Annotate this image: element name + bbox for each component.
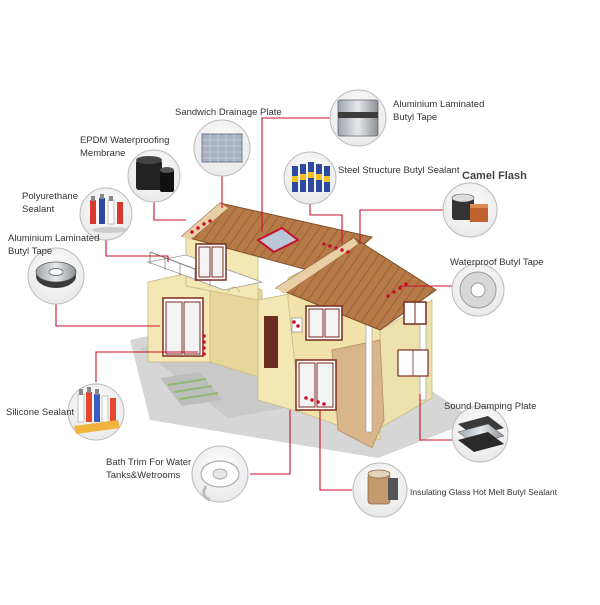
label-text: Sound Damping Plate bbox=[444, 401, 537, 412]
entrance-steps bbox=[160, 372, 222, 406]
product-polyurethane bbox=[79, 187, 133, 241]
label-sound-damping: Sound Damping Plate bbox=[444, 400, 536, 413]
label-text: Silicone Sealant bbox=[6, 407, 75, 418]
product-steel-structure bbox=[283, 151, 337, 205]
label-bath-trim: Bath Trim For Water Tanks&Wetrooms bbox=[106, 456, 191, 482]
label-text: EPDM Waterproofing bbox=[80, 135, 170, 146]
window-gable bbox=[403, 301, 427, 325]
wall-arch bbox=[227, 286, 241, 293]
label-insulating-glass: Insulating Glass Hot Melt Butyl Sealant bbox=[410, 486, 557, 499]
label-aluminium-top: Aluminium Laminated Butyl Tape bbox=[393, 98, 484, 124]
label-text: Aluminium Laminated bbox=[8, 233, 100, 244]
label-text: Butyl Tape bbox=[393, 112, 438, 123]
leader-lines bbox=[55, 117, 452, 491]
leader-sound bbox=[419, 394, 452, 441]
product-epdm bbox=[127, 149, 181, 203]
label-silicone: Silicone Sealant bbox=[6, 406, 74, 419]
label-text: Membrane bbox=[80, 148, 126, 159]
label-text: Tanks&Wetrooms bbox=[106, 470, 181, 481]
product-sound-damping bbox=[451, 405, 509, 463]
label-epdm: EPDM Waterproofing Membrane bbox=[80, 134, 169, 160]
window-upper-left bbox=[195, 243, 227, 281]
roof-right-edge bbox=[276, 238, 358, 294]
leader-polyurethane bbox=[105, 232, 169, 262]
window-ground-right bbox=[295, 359, 337, 411]
label-text: Waterproof Butyl Tape bbox=[450, 257, 544, 268]
product-sandwich-drainage bbox=[193, 119, 251, 177]
label-text: Aluminium Laminated bbox=[393, 99, 485, 110]
leader-camel bbox=[359, 209, 444, 244]
label-text: Steel Structure Butyl Sealant bbox=[338, 165, 460, 176]
product-waterproof-butyl bbox=[451, 263, 505, 317]
leader-aluminium-left bbox=[55, 300, 160, 327]
product-insulating-glass bbox=[352, 462, 408, 518]
product-bath-trim bbox=[191, 445, 249, 503]
leader-steel bbox=[309, 200, 343, 244]
label-text: Camel Flash bbox=[462, 170, 527, 182]
label-waterproof-butyl: Waterproof Butyl Tape bbox=[450, 256, 543, 269]
product-camel-flash bbox=[442, 182, 498, 238]
product-silicone bbox=[67, 383, 125, 441]
leader-insulating bbox=[319, 410, 352, 491]
label-sandwich-drainage: Sandwich Drainage Plate bbox=[175, 106, 282, 119]
window-ground-left bbox=[162, 297, 204, 357]
product-aluminium-left bbox=[27, 247, 85, 305]
roof-left-ridge bbox=[182, 203, 228, 240]
label-polyurethane: Polyurethane Sealant bbox=[22, 190, 78, 216]
window-upper-right bbox=[305, 305, 343, 341]
application-dots bbox=[190, 219, 408, 406]
label-text: Bath Trim For Water bbox=[106, 457, 192, 468]
column-left bbox=[365, 321, 373, 433]
product-aluminium-top bbox=[329, 89, 387, 147]
label-text: Sealant bbox=[22, 204, 55, 215]
leader-aluminium-top bbox=[261, 117, 330, 232]
leader-silicone bbox=[95, 351, 198, 382]
label-camel-flash: Camel Flash bbox=[462, 170, 527, 183]
leader-epdm bbox=[153, 200, 186, 221]
window-rear bbox=[397, 349, 429, 377]
skylight bbox=[256, 226, 300, 254]
label-text: Butyl Tape bbox=[8, 246, 53, 257]
label-aluminium-left: Aluminium Laminated Butyl Tape bbox=[8, 232, 99, 258]
leader-bath bbox=[250, 410, 291, 475]
front-door bbox=[264, 316, 278, 368]
label-text: Polyurethane bbox=[22, 191, 78, 202]
label-steel-structure: Steel Structure Butyl Sealant bbox=[338, 164, 459, 177]
label-text: Insulating Glass Hot Melt Butyl Sealant bbox=[410, 487, 557, 497]
label-text: Sandwich Drainage Plate bbox=[175, 107, 282, 118]
